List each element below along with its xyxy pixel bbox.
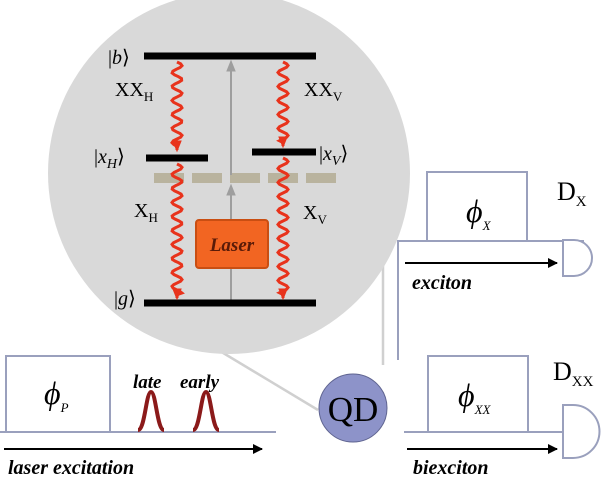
laser-label: Laser <box>209 235 255 256</box>
label-late: late <box>133 372 162 393</box>
label-xx-h: XXH <box>115 79 153 104</box>
photon-xx-v <box>276 60 290 149</box>
detector-x <box>562 239 593 277</box>
label-early: early <box>180 372 220 393</box>
label-detector-xx: DXX <box>553 357 594 390</box>
pulse-box-symbol: ϕP <box>44 375 69 415</box>
analyzer-phi-x <box>426 171 528 242</box>
label-exciton: exciton <box>412 272 472 294</box>
photon-x-h <box>170 162 185 301</box>
qd-label: QD <box>328 390 379 429</box>
energy-level-inset <box>48 0 410 354</box>
label-x-h: XH <box>134 200 158 225</box>
label-biexciton: biexciton <box>413 457 489 477</box>
label-level-xV: |xV⟩ <box>319 143 348 169</box>
label-laser-excitation: laser excitation <box>8 457 134 477</box>
exciton-path <box>397 240 584 360</box>
analyzer-phi-xx-symbol: ϕXX <box>458 377 492 417</box>
laser-box <box>195 219 269 269</box>
detector-xx <box>562 404 601 459</box>
pulse-late <box>136 389 166 432</box>
photon-x-v <box>276 156 290 301</box>
pulse-early <box>191 389 221 432</box>
analyzer-phi-xx <box>427 355 529 433</box>
label-level-g: |g⟩ <box>114 288 136 310</box>
label-level-xH: |xH⟩ <box>94 146 125 172</box>
quantum-dot <box>318 373 388 443</box>
analyzer-phi-x-symbol: ϕX <box>466 193 492 233</box>
label-xx-v: XXV <box>304 79 343 104</box>
photon-xx-h <box>170 60 184 153</box>
label-level-b: |b⟩ <box>108 47 130 69</box>
label-x-v: XV <box>303 202 327 227</box>
label-detector-x: DX <box>557 177 587 210</box>
